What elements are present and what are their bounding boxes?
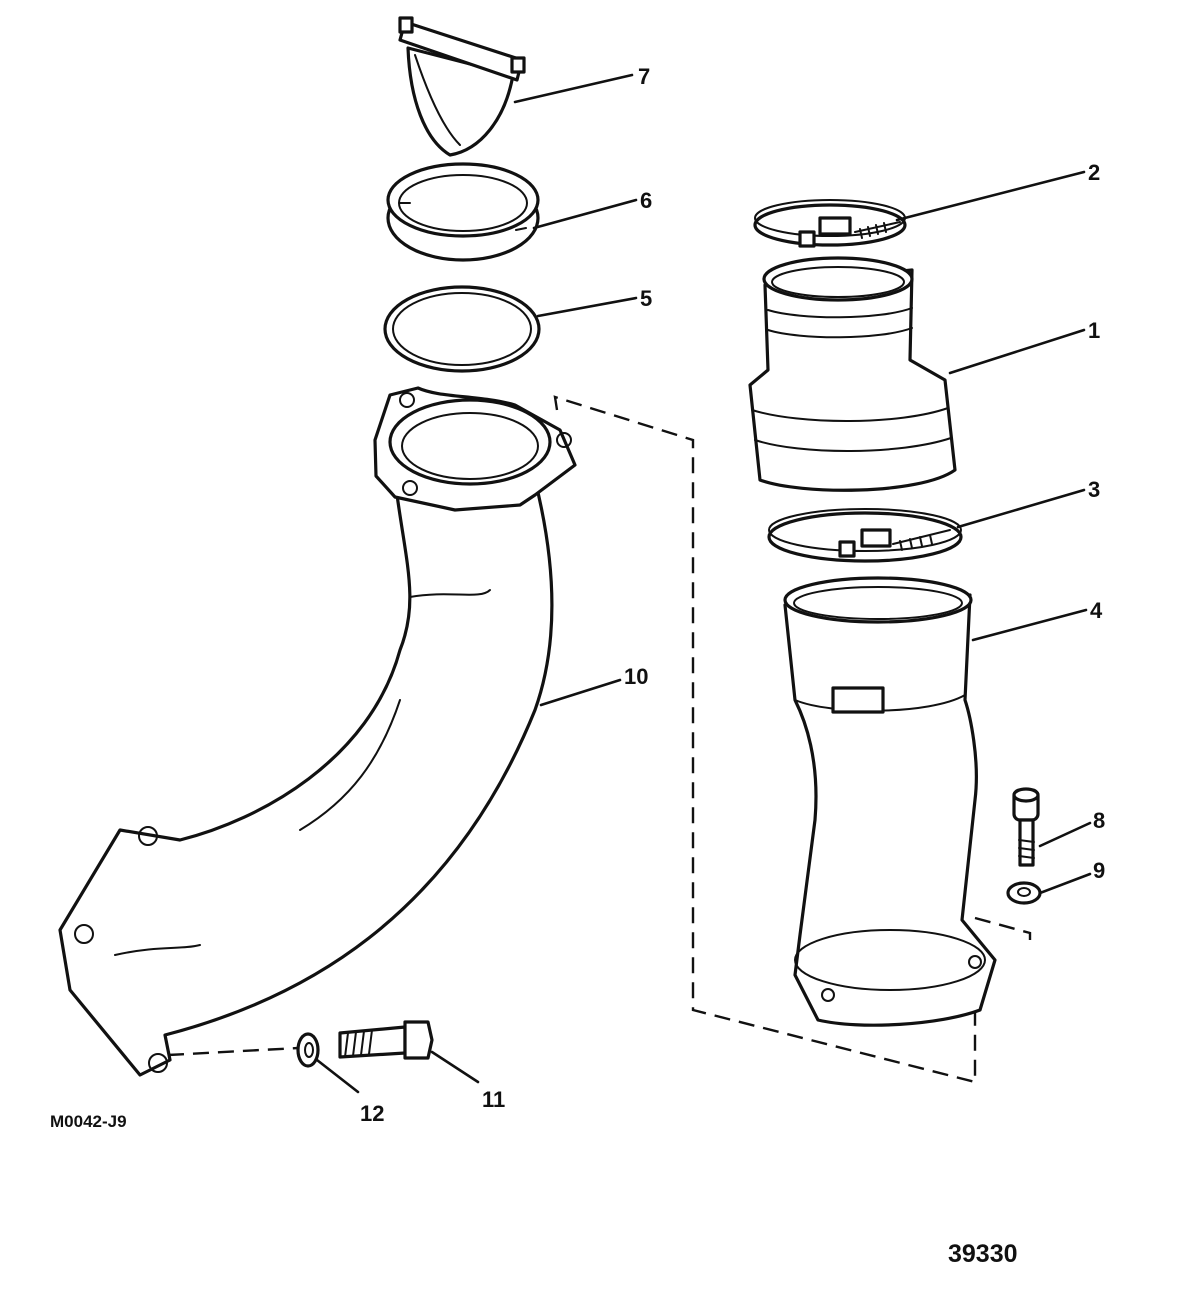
callout-8: 8 <box>1093 808 1105 833</box>
leader-lines <box>315 73 1092 1094</box>
part-2-hose-clamp-upper <box>753 199 907 248</box>
part-10-exhaust-elbow <box>58 386 577 1077</box>
callout-9: 9 <box>1093 858 1105 883</box>
callout-2: 2 <box>1088 160 1100 185</box>
callout-4: 4 <box>1090 598 1103 623</box>
drawing-code: M0042-J9 <box>50 1112 127 1131</box>
callout-6: 6 <box>640 188 652 213</box>
callout-labels: 7 6 5 2 1 3 4 10 8 9 11 12 <box>360 64 1105 1126</box>
part-8-socket-screw <box>1012 787 1040 867</box>
part-7-shutter-valve <box>398 16 526 157</box>
callout-7: 7 <box>638 64 650 89</box>
callout-11: 11 <box>482 1087 505 1112</box>
callout-3: 3 <box>1088 477 1100 502</box>
part-5-sealing-ring <box>383 285 541 373</box>
part-3-hose-clamp-lower <box>767 508 963 563</box>
callout-12: 12 <box>360 1101 384 1126</box>
part-11-hex-bolt <box>338 1020 434 1060</box>
document-number: 39330 <box>948 1240 1018 1268</box>
callout-5: 5 <box>640 286 652 311</box>
part-1-hose-reducer <box>748 256 957 492</box>
callout-1: 1 <box>1088 318 1100 343</box>
assembly-dashed-lines <box>167 395 1032 1084</box>
part-6-retainer-ring <box>386 162 540 262</box>
callout-10: 10 <box>624 664 648 689</box>
part-12-lock-washer <box>296 1032 320 1068</box>
part-4-exhaust-pipe <box>783 576 997 1027</box>
part-9-washer-small <box>1006 881 1042 905</box>
